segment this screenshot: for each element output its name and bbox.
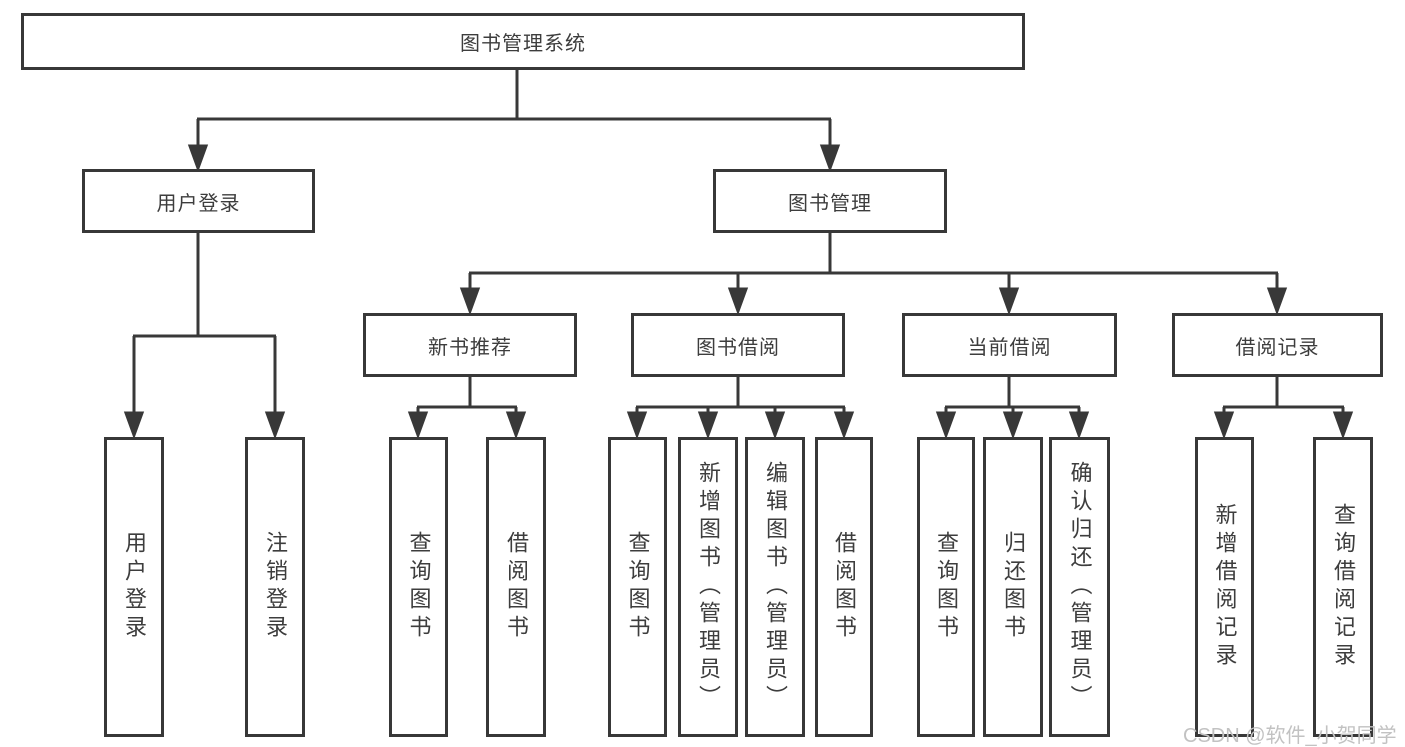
leaf-logout: 注销登录 xyxy=(245,437,305,737)
arrow-icon xyxy=(935,411,957,440)
arrow-icon xyxy=(764,411,786,440)
arrow-icon xyxy=(626,411,648,440)
csdn-watermark: CSDN @软件_小贺同学 xyxy=(1183,725,1397,747)
leaf-recommend-borrow-book: 借阅图书 xyxy=(486,437,546,737)
node-library-system: 图书管理系统 xyxy=(21,13,1025,70)
leaf-current-return-book-label: 归还图书 xyxy=(1001,531,1026,643)
leaf-user-login-label: 用户登录 xyxy=(122,531,147,643)
arrow-icon xyxy=(187,144,209,173)
arrow-icon xyxy=(727,287,749,316)
node-book-management-label: 图书管理 xyxy=(788,192,872,215)
leaf-current-confirm-return-admin-label: 确认归还（管理员） xyxy=(1067,461,1093,713)
node-library-system-label: 图书管理系统 xyxy=(460,33,586,55)
connector-book-mgmt-sections xyxy=(459,232,1288,316)
arrow-icon xyxy=(1213,411,1235,440)
arrow-icon xyxy=(819,144,841,173)
leaf-borrow-edit-book-admin-label: 编辑图书（管理员） xyxy=(763,461,788,713)
connector-book-borrow-children xyxy=(626,376,855,440)
node-user-login-label: 用户登录 xyxy=(156,192,241,215)
leaf-current-query-book: 查询图书 xyxy=(917,437,975,737)
arrow-icon xyxy=(505,411,527,440)
leaf-borrow-borrow-book-label: 借阅图书 xyxy=(832,531,857,643)
arrow-icon xyxy=(998,287,1020,316)
leaf-recommend-query-book-label: 查询图书 xyxy=(406,531,432,643)
node-new-book-recommend: 新书推荐 xyxy=(363,313,577,377)
leaf-records-query-record: 查询借阅记录 xyxy=(1313,437,1373,737)
leaf-current-query-book-label: 查询图书 xyxy=(934,531,959,643)
leaf-records-add-record: 新增借阅记录 xyxy=(1195,437,1254,737)
arrow-icon xyxy=(264,411,286,440)
leaf-logout-label: 注销登录 xyxy=(263,531,288,643)
leaf-borrow-query-book-label: 查询图书 xyxy=(625,531,651,643)
node-new-book-recommend-label: 新书推荐 xyxy=(428,336,512,359)
arrow-icon xyxy=(1068,411,1090,440)
node-user-login: 用户登录 xyxy=(82,169,315,233)
node-book-borrow: 图书借阅 xyxy=(631,313,845,377)
leaf-borrow-edit-book-admin: 编辑图书（管理员） xyxy=(745,437,805,737)
connector-root-to-level1 xyxy=(187,69,841,173)
leaf-current-return-book: 归还图书 xyxy=(983,437,1043,737)
arrow-icon xyxy=(123,411,145,440)
leaf-records-add-record-label: 新增借阅记录 xyxy=(1212,503,1238,671)
connector-user-login-children xyxy=(123,232,286,440)
arrow-icon xyxy=(833,411,855,440)
arrow-icon xyxy=(407,411,429,440)
leaf-borrow-borrow-book: 借阅图书 xyxy=(815,437,873,737)
leaf-recommend-query-book: 查询图书 xyxy=(389,437,448,737)
arrow-icon xyxy=(1002,411,1024,440)
leaf-user-login: 用户登录 xyxy=(104,437,164,737)
leaf-current-confirm-return-admin: 确认归还（管理员） xyxy=(1049,437,1110,737)
node-current-borrow: 当前借阅 xyxy=(902,313,1117,377)
leaf-borrow-add-book-admin-label: 新增图书（管理员） xyxy=(696,461,721,713)
connector-new-book-recommend-children xyxy=(407,376,527,440)
node-book-management: 图书管理 xyxy=(713,169,947,233)
connector-current-borrow-children xyxy=(935,376,1090,440)
node-book-borrow-label: 图书借阅 xyxy=(696,336,780,359)
node-borrow-records-label: 借阅记录 xyxy=(1235,336,1320,359)
arrow-icon xyxy=(1332,411,1354,440)
node-borrow-records: 借阅记录 xyxy=(1172,313,1383,377)
node-current-borrow-label: 当前借阅 xyxy=(967,336,1052,359)
arrow-icon xyxy=(459,287,481,316)
leaf-borrow-add-book-admin: 新增图书（管理员） xyxy=(678,437,738,737)
leaf-records-query-record-label: 查询借阅记录 xyxy=(1331,503,1356,671)
connector-borrow-records-children xyxy=(1213,376,1354,440)
arrow-icon xyxy=(1266,287,1288,316)
arrow-icon xyxy=(697,411,719,440)
leaf-recommend-borrow-book-label: 借阅图书 xyxy=(504,531,529,643)
leaf-borrow-query-book: 查询图书 xyxy=(608,437,667,737)
